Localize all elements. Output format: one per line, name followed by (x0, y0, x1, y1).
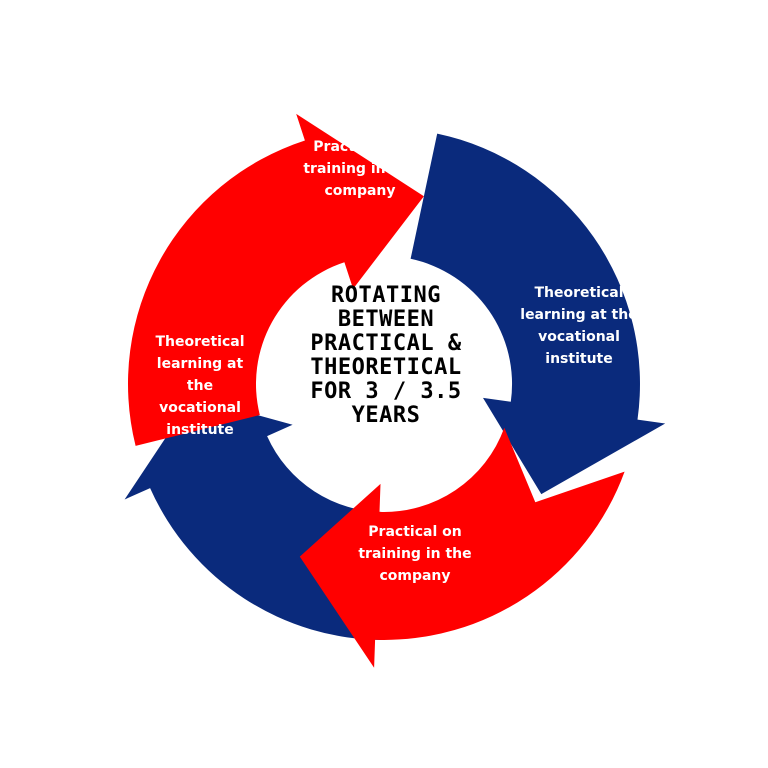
arrow-theoretical-right (410, 133, 666, 495)
segment-label-practical-bottom: Practical on training in the company (358, 524, 472, 584)
segment-label-practical-top: Practical on training in the company (303, 139, 417, 199)
arrow-practical-bottom (299, 427, 625, 668)
arrow-practical-top (127, 113, 424, 446)
center-title: ROTATING BETWEEN PRACTICAL & THEORETICAL… (310, 283, 462, 428)
segment-label-theoretical-right: Theoretical learning at the vocational i… (520, 285, 638, 367)
segment-label-theoretical-left: Theoretical learning at the vocational i… (155, 334, 245, 438)
